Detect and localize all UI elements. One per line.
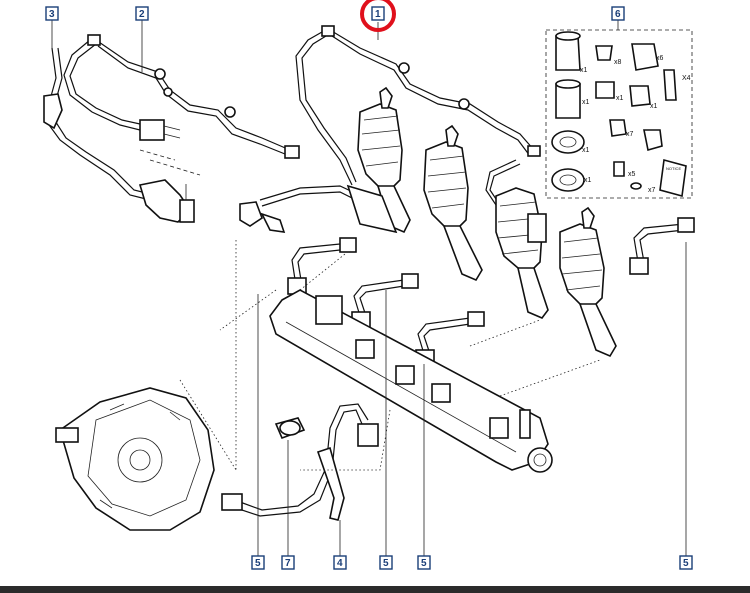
injector-1[interactable]: [346, 86, 411, 234]
qty-6: x1: [650, 103, 658, 110]
callout-7-label: 7: [285, 558, 291, 569]
injector-2[interactable]: [423, 124, 483, 282]
qty-1: x1: [580, 67, 588, 74]
callout-2-label: 2: [139, 9, 145, 20]
qty-12: x7: [648, 187, 656, 194]
qty-11: x5: [628, 171, 636, 178]
callout-6-label: 6: [615, 9, 621, 20]
callout-5-c[interactable]: 5: [417, 555, 431, 570]
seal-kit: x1 x8 x6 x1 x1 x1 X4 x1 x7 x1 x5 x7 NOTI…: [545, 29, 693, 199]
qty-5: x1: [616, 95, 624, 102]
common-rail[interactable]: [269, 289, 553, 473]
callout-1[interactable]: 1: [371, 6, 385, 21]
injector-4[interactable]: [559, 206, 617, 358]
callout-5-d-label: 5: [683, 558, 689, 569]
high-pressure-pump[interactable]: [55, 387, 215, 531]
qty-2: x8: [614, 59, 622, 66]
bottom-scroll-bar[interactable]: [0, 586, 750, 593]
part-grommet[interactable]: [274, 417, 306, 440]
callout-4-label: 4: [337, 558, 343, 569]
callout-6[interactable]: 6: [611, 6, 625, 21]
callout-5-a[interactable]: 5: [251, 555, 265, 570]
qty-4: x1: [582, 99, 590, 106]
callout-2[interactable]: 2: [135, 6, 149, 21]
callout-5-c-label: 5: [421, 558, 427, 569]
pipe-5-b[interactable]: [351, 273, 419, 329]
qty-9: x7: [626, 131, 634, 138]
part-pump-pipe[interactable]: [221, 403, 379, 521]
injector-3[interactable]: [495, 187, 549, 319]
callout-1-label: 1: [375, 9, 381, 20]
pipe-5-a[interactable]: [287, 237, 357, 295]
callout-4[interactable]: 4: [333, 555, 347, 570]
callout-5-b-label: 5: [383, 558, 389, 569]
part-injector-return-pipe[interactable]: [239, 25, 541, 233]
qty-3: x6: [656, 55, 664, 62]
callout-7[interactable]: 7: [281, 555, 295, 570]
part-return-pipe-left[interactable]: [43, 47, 195, 223]
qty-10: x1: [584, 177, 592, 184]
qty-8: x1: [582, 147, 590, 154]
pipe-5-d[interactable]: [629, 217, 695, 275]
leader-lines: [51, 20, 687, 556]
part-return-pipe-rail[interactable]: [63, 34, 300, 176]
callout-1-highlight-ring: [360, 0, 396, 32]
callout-5-d[interactable]: 5: [679, 555, 693, 570]
callout-3-label: 3: [49, 9, 55, 20]
callout-5-a-label: 5: [255, 558, 261, 569]
kit-notice-label: NOTICE: [666, 166, 681, 171]
callout-5-b[interactable]: 5: [379, 555, 393, 570]
callout-3[interactable]: 3: [45, 6, 59, 21]
qty-7: X4: [682, 75, 691, 82]
